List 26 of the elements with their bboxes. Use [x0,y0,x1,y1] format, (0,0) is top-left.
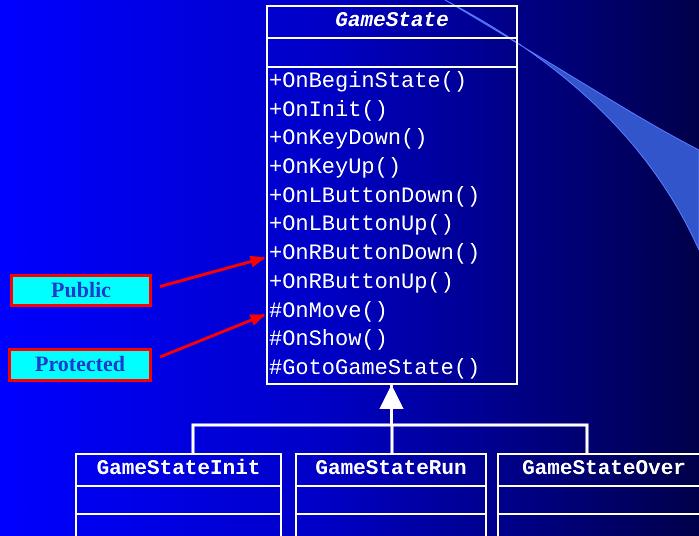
class-name: GameState [268,7,516,39]
class-box [75,453,282,536]
arrow [160,256,266,288]
class-box [497,453,699,536]
method-name: #GotoGameState() [268,354,482,383]
method-name: +OnInit() [268,96,389,125]
label-text: Public [51,277,111,302]
label-text: Protected [35,351,125,376]
class-name: GameStateOver [499,455,699,487]
class-box [295,453,487,536]
method-name: +OnRButtonDown() [268,240,482,268]
class-name: GameStateInit [77,455,280,487]
method-name: +OnKeyDown() [268,125,428,154]
method-name: +OnKeyUp() [268,154,402,182]
arrow [159,314,266,358]
method-name: +OnLButtonUp() [268,211,455,240]
method-name: #OnMove() [268,298,389,326]
method-name: #OnShow() [268,326,389,354]
class-name: GameStateRun [297,455,485,487]
method-name: +OnLButtonDown() [268,182,482,211]
label-box [8,348,152,382]
method-name: +OnBeginState() [268,68,468,96]
class-box [266,5,518,385]
inheritance-arrow [380,385,588,453]
label-box [10,274,152,307]
method-name: +OnRButtonUp() [268,268,455,297]
